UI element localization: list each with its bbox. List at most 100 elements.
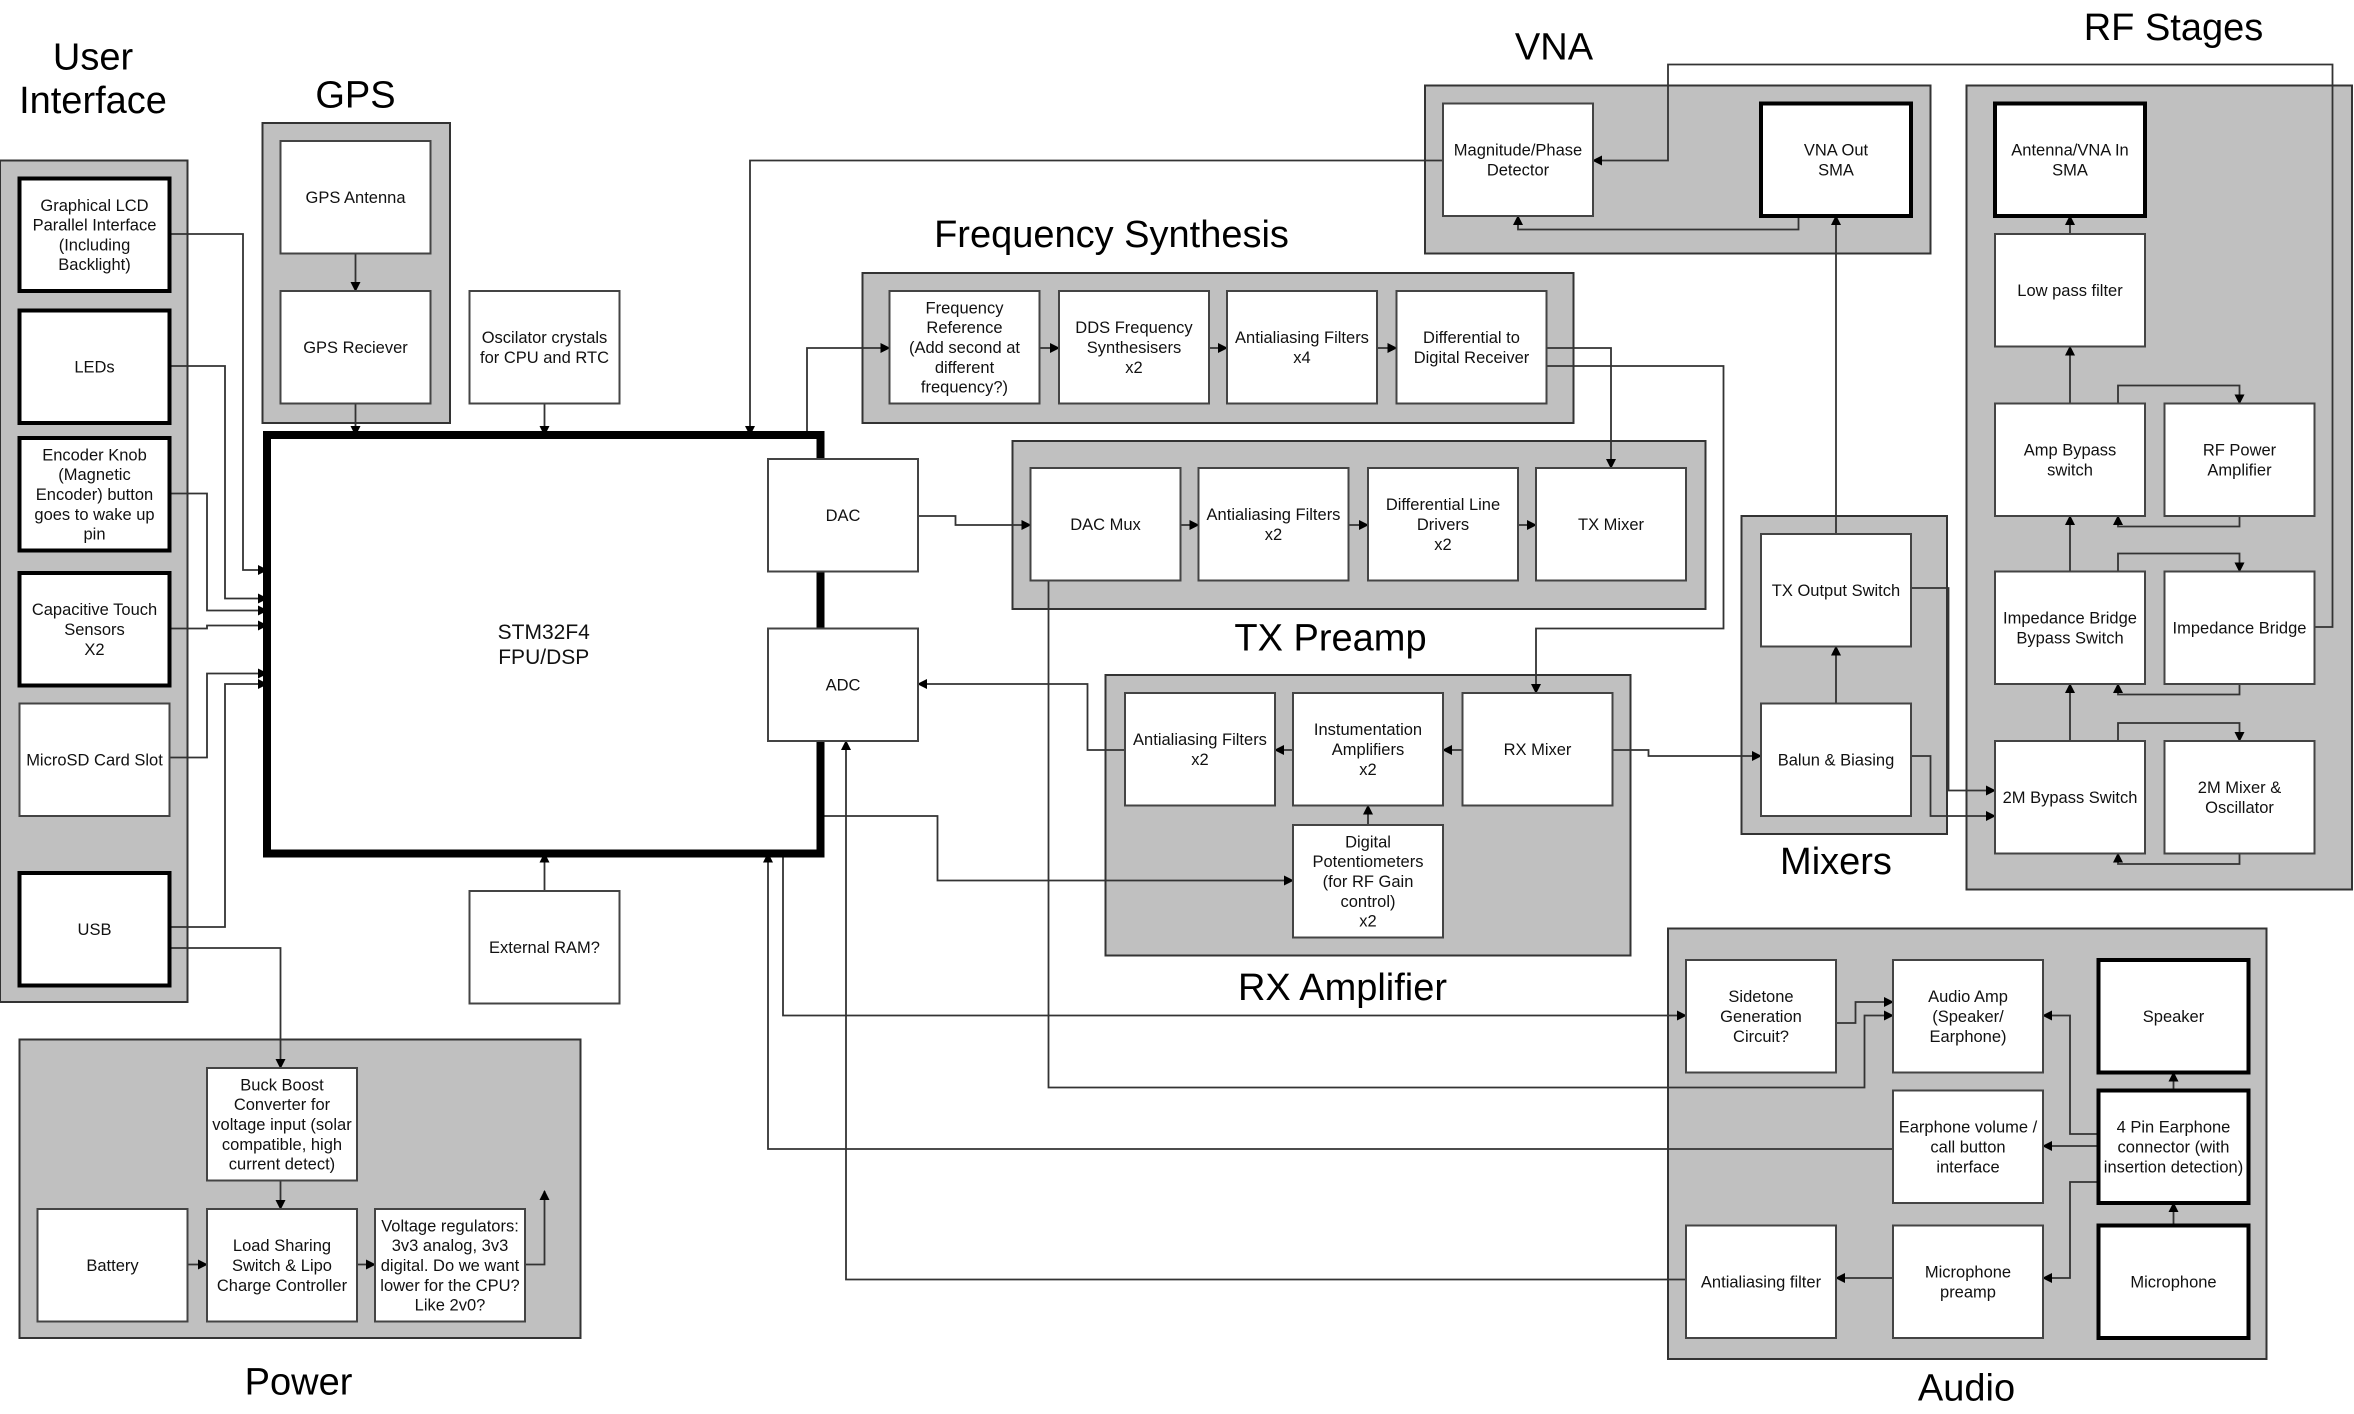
block-label: x2 <box>1434 536 1451 554</box>
connector-wire <box>2042 1181 2099 1283</box>
block-frame <box>17 871 172 988</box>
block-vreg[interactable]: Voltage regulators:3v3 analog, 3v3digita… <box>374 1208 526 1323</box>
block-label: voltage input (solar <box>212 1116 352 1134</box>
block-label: Battery <box>86 1257 139 1275</box>
block-speaker[interactable]: Speaker <box>2096 958 2251 1075</box>
group-title-audio: Audio <box>1918 1368 2015 1410</box>
group-title-tx-preamp: TX Preamp <box>1234 618 1426 660</box>
block-rx-mixer[interactable]: RX Mixer <box>1461 692 1614 807</box>
block-dac[interactable]: DAC <box>767 458 919 573</box>
block-adc[interactable]: ADC <box>767 627 919 742</box>
block-frame <box>1442 102 1594 217</box>
block-label: Differential to <box>1423 329 1520 347</box>
block-frame <box>888 290 1041 405</box>
block-label: TX Mixer <box>1578 516 1645 534</box>
connector-wire <box>1911 755 1996 821</box>
block-label: External RAM? <box>489 939 600 957</box>
block-label: Earphone volume / <box>1899 1119 2038 1137</box>
block-frame <box>1892 959 2044 1074</box>
block-frame <box>1292 692 1444 807</box>
block-dac-mux[interactable]: DAC Mux <box>1029 467 1182 582</box>
block-frame <box>1395 290 1548 405</box>
wires-layer <box>169 63 2334 1283</box>
block-balun[interactable]: Balun & Biasing <box>1760 702 1912 817</box>
block-lpf[interactable]: Low pass filter <box>1994 233 2146 348</box>
block-aa-audio[interactable]: Antialiasing filter <box>1685 1224 1837 1339</box>
block-label: Potentiometers <box>1313 853 1424 871</box>
block-audio-amp[interactable]: Audio Amp(Speaker/Earphone) <box>1892 959 2044 1074</box>
block-label: lower for the CPU? <box>380 1277 519 1295</box>
block-label: Detector <box>1487 161 1550 179</box>
block-label: Synthesisers <box>1087 339 1181 357</box>
connector-wire <box>2117 552 2245 573</box>
block-ib[interactable]: Impedance Bridge <box>2163 570 2316 685</box>
block-2m-mixer[interactable]: 2M Mixer &Oscillator <box>2163 740 2316 855</box>
block-label: ADC <box>826 677 861 695</box>
block-label: Bypass Switch <box>2016 629 2123 647</box>
block-2m-bypass[interactable]: 2M Bypass Switch <box>1994 740 2146 855</box>
block-frame <box>17 436 172 553</box>
group-title-user-interface: User <box>53 36 134 78</box>
block-ext-ram[interactable]: External RAM? <box>468 890 621 1005</box>
block-label: different <box>935 359 995 377</box>
block-microphone[interactable]: Microphone <box>2096 1223 2251 1340</box>
block-label: Amp Bypass <box>2024 442 2117 460</box>
block-label: Reference <box>926 319 1002 337</box>
block-label: RF Power <box>2203 442 2277 460</box>
block-gps-antenna[interactable]: GPS Antenna <box>279 140 432 255</box>
block-label: x2 <box>1125 359 1142 377</box>
block-label: Graphical LCD <box>40 197 148 215</box>
connector-wire <box>745 159 1443 436</box>
block-label: 3v3 analog, 3v3 <box>392 1237 509 1255</box>
block-label: Antenna/VNA In <box>2011 142 2128 160</box>
block-battery[interactable]: Battery <box>36 1208 189 1323</box>
block-label: SMA <box>2052 161 2088 179</box>
block-frame <box>1892 1089 2044 1204</box>
block-usb[interactable]: USB <box>17 871 172 988</box>
block-label: Like 2v0? <box>415 1297 486 1315</box>
block-frame <box>17 308 172 425</box>
block-label: Microphone <box>2130 1274 2216 1292</box>
block-label: insertion detection) <box>2104 1158 2243 1176</box>
block-label: goes to wake up <box>34 506 154 524</box>
block-label: DAC <box>826 507 861 525</box>
block-label: switch <box>2047 461 2093 479</box>
block-microsd[interactable]: MicroSD Card Slot <box>18 702 171 817</box>
block-tx-out-sw[interactable]: TX Output Switch <box>1760 533 1912 648</box>
block-frame <box>1226 290 1378 405</box>
block-frame <box>374 1208 526 1323</box>
block-tx-mixer[interactable]: TX Mixer <box>1535 467 1687 582</box>
connector-wire <box>1546 347 1616 469</box>
block-frame <box>206 1208 358 1323</box>
block-gps-receiver[interactable]: GPS Reciever <box>279 290 432 405</box>
connector-wire <box>169 679 268 928</box>
block-leds[interactable]: LEDs <box>17 308 172 425</box>
